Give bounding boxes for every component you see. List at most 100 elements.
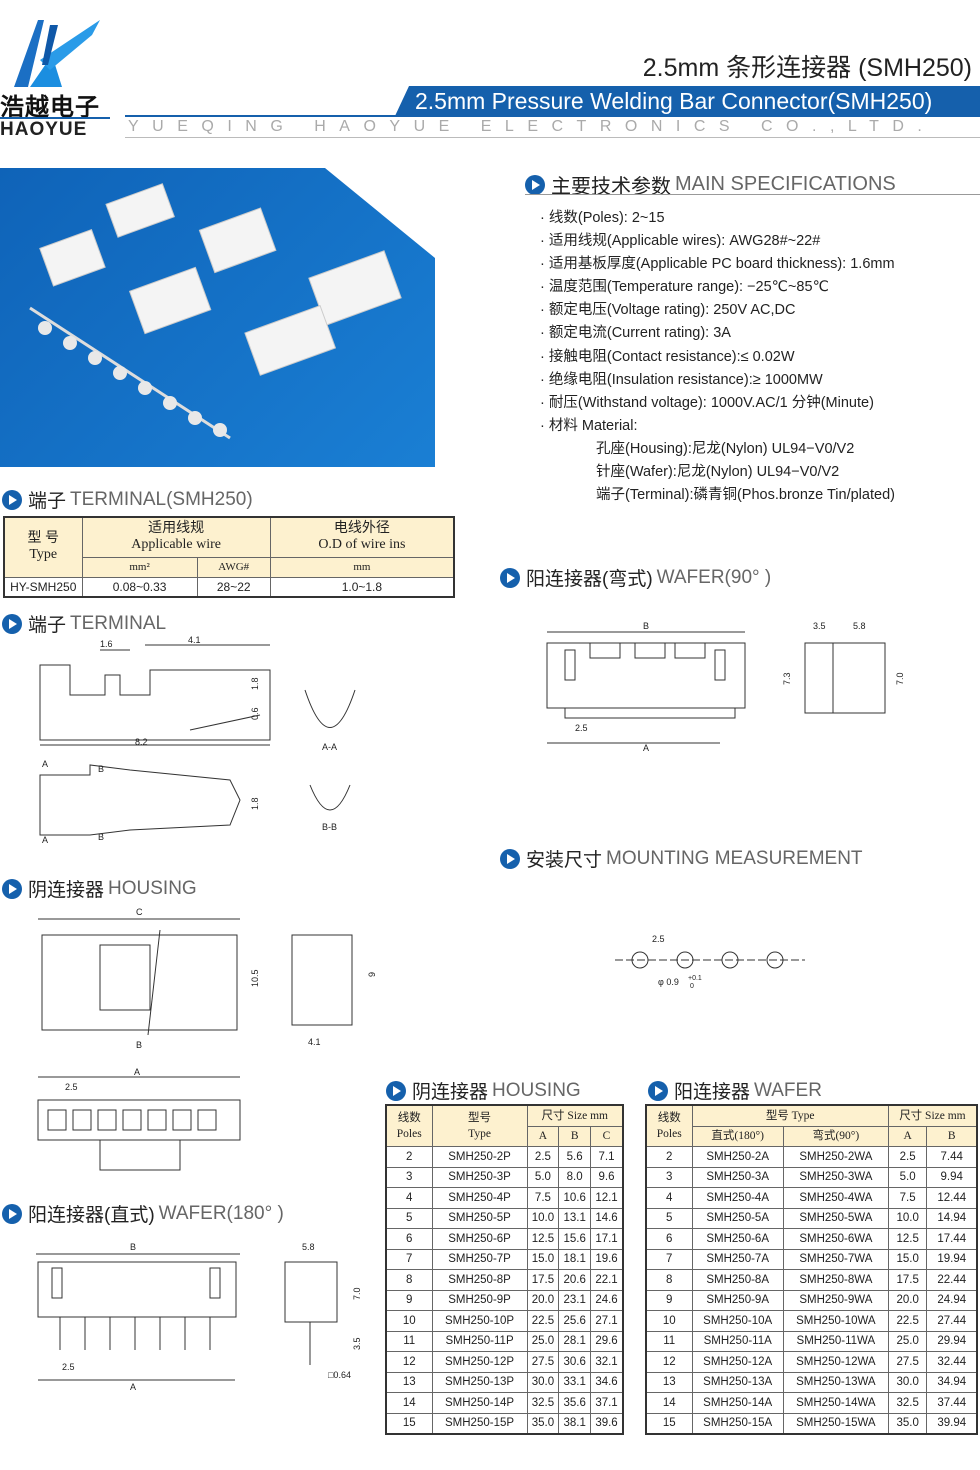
play-bullet-icon	[648, 1080, 668, 1101]
table-cell: 7.1	[590, 1146, 624, 1168]
dimension-label: 7.0	[352, 1287, 362, 1300]
table-cell: SMH250-8P	[431, 1269, 528, 1291]
table-cell: 3	[645, 1166, 693, 1188]
table-cell: SMH250-13P	[431, 1371, 528, 1393]
table-cell: 7	[645, 1248, 693, 1270]
table-cell: 27.5	[526, 1351, 560, 1373]
spec-item: · 材料 Material:	[540, 417, 638, 434]
table-cell: SMH250-7WA	[782, 1248, 889, 1270]
dimension-label: 4.1	[188, 635, 201, 645]
table-cell: 33.1	[558, 1371, 592, 1393]
table-cell: SMH250-11A	[691, 1330, 784, 1352]
table-cell: 15.6	[558, 1228, 592, 1250]
table-cell: 35.0	[887, 1412, 928, 1434]
table-cell: 5.0	[526, 1166, 560, 1188]
table-cell: 7.44	[926, 1146, 978, 1168]
table-cell: 22.1	[590, 1269, 624, 1291]
dimension-label: 5.8	[302, 1242, 315, 1252]
dimension-label: 2.5	[65, 1082, 78, 1092]
table-cell: SMH250-2P	[431, 1146, 528, 1168]
table-cell: 22.5	[526, 1310, 560, 1332]
play-bullet-icon	[2, 613, 22, 634]
dimension-label: +0.1	[688, 975, 702, 982]
table-cell: SMH250-4A	[691, 1187, 784, 1209]
table-cell: 2	[385, 1146, 433, 1168]
table-cell: 22.5	[887, 1310, 928, 1332]
table-cell: SMH250-12P	[431, 1351, 528, 1373]
material-item: 针座(Wafer):尼龙(Nylon) UL94−V0/V2	[596, 464, 840, 481]
spec-item: · 额定电压(Voltage rating): 250V AC,DC	[540, 302, 796, 319]
table-cell: 10	[385, 1310, 433, 1332]
play-bullet-icon	[2, 489, 22, 510]
table-cell: SMH250-5A	[691, 1207, 784, 1229]
header-rule	[125, 115, 980, 117]
table-cell: 11	[385, 1330, 433, 1352]
table-cell: 24.94	[926, 1289, 978, 1311]
logo-mark-icon	[14, 20, 100, 87]
spec-item: · 适用线规(Applicable wires): AWG28#~22#	[540, 233, 821, 250]
table-cell: 29.94	[926, 1330, 978, 1352]
table-cell: 5.6	[558, 1146, 592, 1168]
table-cell: 15	[645, 1412, 693, 1434]
table-cell: 12	[385, 1351, 433, 1373]
logo: 浩越电子 HAOYUE	[0, 15, 112, 140]
table-cell: 8	[645, 1269, 693, 1291]
table-cell: SMH250-8WA	[782, 1269, 889, 1291]
table-cell: 13	[645, 1371, 693, 1393]
table-cell: SMH250-13A	[691, 1371, 784, 1393]
company-name: YUEQING HAOYUE ELECTRONICS CO.,LTD.	[128, 118, 936, 135]
table-cell: 5.0	[887, 1166, 928, 1188]
spec-item: · 绝缘电阻(Insulation resistance):≥ 1000MW	[540, 371, 823, 388]
table-cell: 4	[645, 1187, 693, 1209]
table-cell: 27.5	[887, 1351, 928, 1373]
table-cell: SMH250-10A	[691, 1310, 784, 1332]
table-cell: SMH250-7A	[691, 1248, 784, 1270]
table-cell: 34.6	[590, 1371, 624, 1393]
table-cell: 20.6	[558, 1269, 592, 1291]
play-bullet-icon	[386, 1080, 406, 1101]
table-cell: 27.1	[590, 1310, 624, 1332]
table-cell: 9.94	[926, 1166, 978, 1188]
material-item: 孔座(Housing):尼龙(Nylon) UL94−V0/V2	[596, 440, 855, 457]
table-cell: 2	[645, 1146, 693, 1168]
table-cell: 30.6	[558, 1351, 592, 1373]
table-cell: 30.0	[526, 1371, 560, 1393]
spec-item: · 耐压(Withstand voltage): 1000V.AC/1 分钟(M…	[540, 394, 874, 411]
table-cell: 5	[385, 1207, 433, 1229]
table-cell: 8.0	[558, 1166, 592, 1188]
spec-item: · 适用基板厚度(Applicable PC board thickness):…	[540, 256, 895, 273]
table-cell: 7.5	[526, 1187, 560, 1209]
spec-item: · 接触电阻(Contact resistance):≤ 0.02W	[540, 348, 795, 365]
table-cell: 13.1	[558, 1207, 592, 1229]
table-cell: SMH250-13WA	[782, 1371, 889, 1393]
table-cell: 34.94	[926, 1371, 978, 1393]
table-cell: 2.5	[526, 1146, 560, 1168]
table-cell: SMH250-2A	[691, 1146, 784, 1168]
play-bullet-icon	[525, 174, 545, 195]
table-cell: SMH250-4P	[431, 1187, 528, 1209]
